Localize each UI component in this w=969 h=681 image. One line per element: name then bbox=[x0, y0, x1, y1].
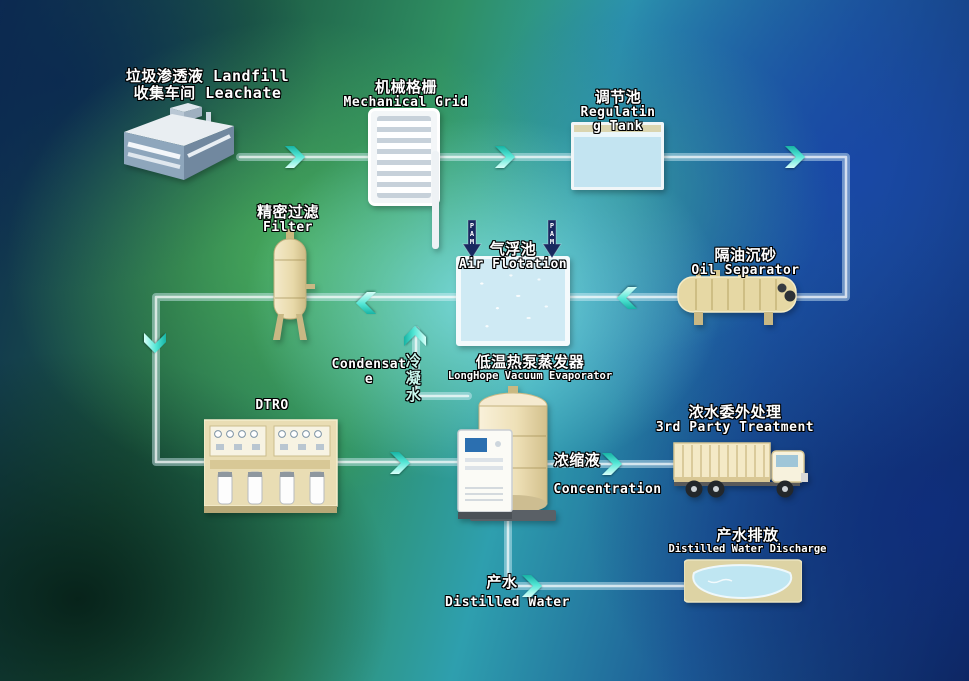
filter-label-en: Filter bbox=[263, 219, 313, 235]
airflot-label-en: Air Flotation bbox=[458, 256, 568, 272]
regtank-label-en1: Regulatin bbox=[580, 104, 656, 120]
landfill-label-line1: 垃圾渗透液 Landfill bbox=[125, 67, 290, 85]
dtro-illustration bbox=[203, 414, 339, 516]
condensate-label-line2: e bbox=[364, 371, 374, 387]
water-line bbox=[574, 132, 661, 137]
condensate-label: Condensat e bbox=[328, 357, 410, 387]
pam-label-left: PAM bbox=[468, 222, 476, 246]
chevron-right-icon bbox=[284, 145, 306, 169]
chevron-right-icon bbox=[784, 145, 806, 169]
oil-separator-illustration bbox=[676, 268, 810, 330]
dtro-label: DTRO bbox=[228, 398, 316, 414]
landfill-label-line2: 收集车间 Leachate bbox=[133, 83, 282, 102]
pam-dosing-left: PAM bbox=[462, 219, 482, 264]
filter-label-zh: 精密过滤 bbox=[256, 203, 319, 221]
regulating-tank-illustration bbox=[571, 122, 664, 190]
chevron-down-icon bbox=[143, 332, 167, 354]
regtank-label-en2: g Tank bbox=[593, 119, 643, 135]
chevron-right-icon bbox=[601, 452, 623, 476]
filter-label: 精密过滤 Filter bbox=[238, 204, 338, 235]
grid-label-zh: 机械格栅 bbox=[374, 78, 437, 96]
discharge-pool-illustration bbox=[683, 557, 803, 605]
down-arrow-icon bbox=[462, 219, 482, 259]
air-flotation-illustration bbox=[456, 256, 570, 346]
pool-icon bbox=[683, 559, 803, 603]
concentrate-en-label: Concentration bbox=[553, 482, 662, 497]
oilsep-label-zh: 隔油沉砂 bbox=[714, 246, 777, 264]
discharge-label: 产水排放 Distilled Water Discharge bbox=[655, 527, 840, 556]
mechanical-grid-label: 机械格栅 Mechanical Grid bbox=[330, 79, 482, 110]
evaporator-label: 低温热泵蒸发器 LongHope Vacuum Evaporator bbox=[420, 354, 640, 383]
discharge-label-zh: 产水排放 bbox=[716, 526, 779, 544]
thirdparty-label-en: 3rd Party Treatment bbox=[655, 419, 815, 435]
chevron-right-icon bbox=[389, 451, 411, 475]
grid-support-leg bbox=[432, 151, 439, 249]
oil-separator-icon bbox=[677, 268, 797, 325]
mechanical-grid-illustration bbox=[368, 108, 440, 249]
chevron-left-icon bbox=[355, 291, 377, 315]
pam-label-right: PAM bbox=[548, 222, 556, 246]
truck-icon bbox=[673, 442, 808, 498]
regtank-label-zh: 调节池 bbox=[594, 88, 642, 106]
bubbles-pattern bbox=[461, 259, 565, 341]
evaporator-vessel-icon bbox=[457, 386, 556, 521]
chevron-right-icon bbox=[494, 145, 516, 169]
thirdparty-label-zh: 浓水委外处理 bbox=[688, 403, 782, 421]
factory-icon bbox=[124, 103, 234, 180]
truck-illustration bbox=[672, 437, 818, 501]
chevron-left-icon bbox=[616, 286, 638, 310]
discharge-label-en: Distilled Water Discharge bbox=[668, 542, 827, 555]
pam-dosing-right: PAM bbox=[542, 219, 562, 264]
chevron-right-icon bbox=[521, 574, 543, 598]
oil-separator-label: 隔油沉砂 Oil Separator bbox=[668, 247, 823, 278]
evap-label-zh: 低温热泵蒸发器 bbox=[475, 353, 585, 371]
product-water-zh-label: 产水 bbox=[486, 573, 518, 591]
product-water-en-label: Distilled Water bbox=[445, 595, 570, 610]
evap-label-en: LongHope Vacuum Evaporator bbox=[447, 369, 613, 382]
factory-illustration bbox=[118, 102, 240, 184]
precision-filter-illustration bbox=[261, 226, 319, 344]
landfill-label: 垃圾渗透液 Landfill 收集车间 Leachate bbox=[110, 68, 305, 102]
dtro-label-text: DTRO bbox=[255, 398, 289, 413]
filter-vessel-icon bbox=[273, 229, 315, 340]
oilsep-label-en: Oil Separator bbox=[691, 262, 800, 278]
air-flotation-label: 气浮池 Air Flotation bbox=[448, 241, 578, 272]
regulating-tank-label: 调节池 Regulatin g Tank bbox=[563, 89, 673, 135]
airflot-label-zh: 气浮池 bbox=[489, 240, 537, 258]
down-arrow-icon bbox=[542, 219, 562, 259]
third-party-label: 浓水委外处理 3rd Party Treatment bbox=[645, 404, 825, 435]
tank-rim bbox=[574, 125, 661, 132]
grid-slats bbox=[377, 116, 431, 198]
condensate-label-line1: Condensat bbox=[331, 357, 407, 372]
dtro-rack-icon bbox=[203, 419, 338, 513]
condensate-zh-label: 冷凝水 bbox=[403, 352, 422, 404]
evaporator-illustration bbox=[452, 384, 560, 529]
grid-label-en: Mechanical Grid bbox=[343, 94, 469, 110]
chevron-up-icon bbox=[403, 325, 427, 347]
concentrate-zh-label: 浓缩液 bbox=[553, 451, 601, 469]
